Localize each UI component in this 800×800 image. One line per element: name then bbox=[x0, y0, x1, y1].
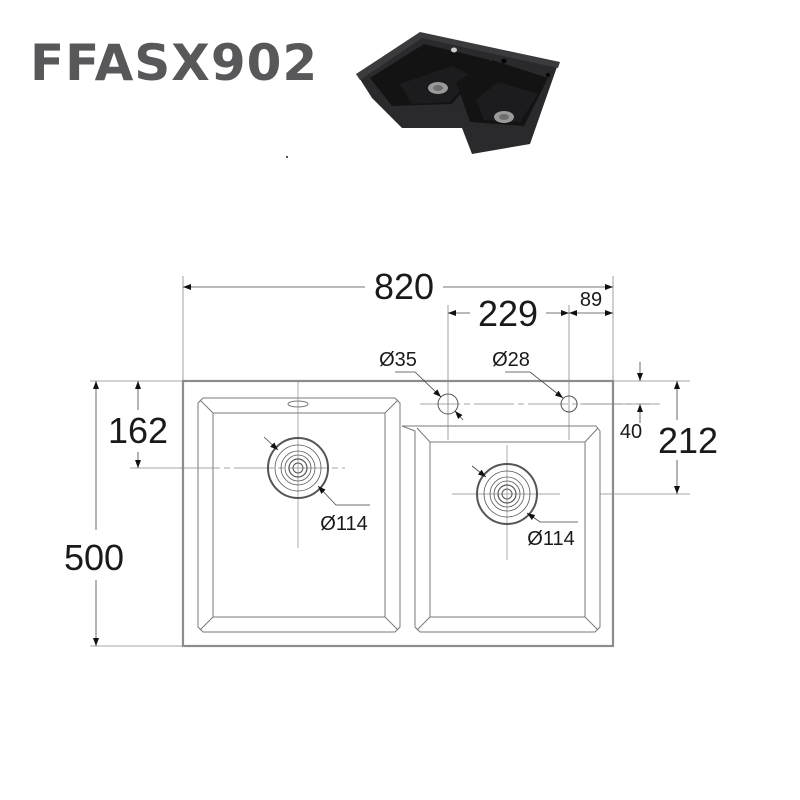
tap-hole-large bbox=[437, 393, 459, 415]
label-left-drain: Ø114 bbox=[320, 513, 367, 535]
dim-right-drain-depth: 212 bbox=[658, 420, 718, 461]
sink-outline bbox=[181, 379, 615, 648]
sink-product-photo bbox=[356, 32, 560, 154]
tap-hole-small bbox=[560, 395, 578, 413]
leader-lines bbox=[263, 371, 578, 523]
right-drain bbox=[476, 463, 538, 525]
right-bowl bbox=[401, 425, 601, 633]
dim-tap-depth-offset: 40 bbox=[620, 421, 642, 443]
extension-lines bbox=[90, 276, 690, 647]
dim-left-drain-depth: 162 bbox=[108, 410, 168, 451]
model-title: FFASX902 bbox=[30, 34, 319, 92]
left-bowl bbox=[197, 397, 401, 633]
left-drain bbox=[267, 437, 329, 499]
dim-tap-spacing: 229 bbox=[478, 293, 538, 334]
dimension-lines bbox=[93, 284, 680, 646]
label-right-drain: Ø114 bbox=[527, 528, 574, 550]
dim-overall-width: 820 bbox=[374, 266, 434, 307]
label-tap-hole-large: Ø35 bbox=[379, 349, 417, 371]
dim-overall-depth: 500 bbox=[64, 537, 124, 578]
label-tap-hole-small: Ø28 bbox=[492, 349, 530, 371]
stray-dot bbox=[286, 156, 288, 158]
dim-tap-edge-offset: 89 bbox=[580, 289, 602, 311]
